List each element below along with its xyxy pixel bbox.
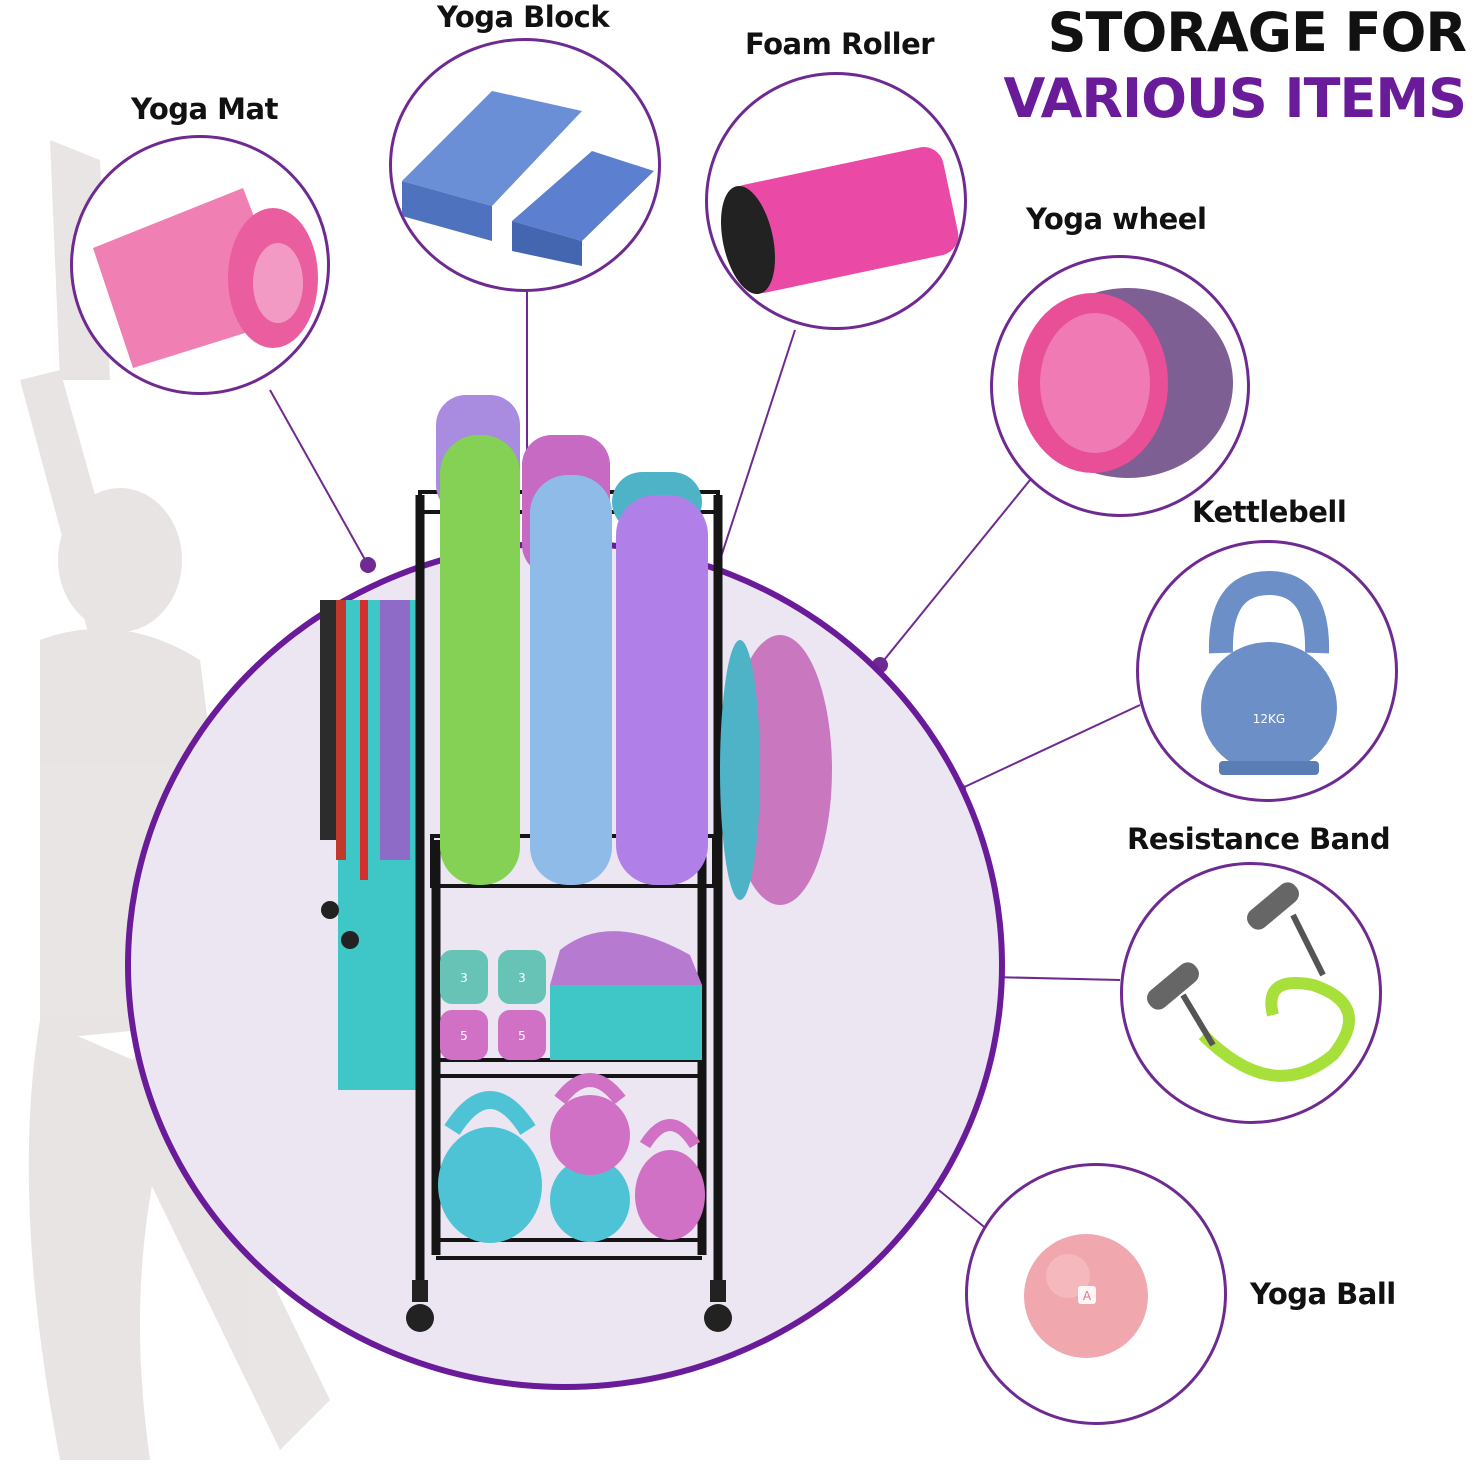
rack-casters xyxy=(406,1280,732,1332)
connector-lines xyxy=(269,290,1141,1231)
kettlebell-weight-label: 12KG xyxy=(1253,712,1285,726)
label-yoga-mat: Yoga Mat xyxy=(131,92,278,126)
foam-roller-bubble xyxy=(705,72,967,330)
yoga-wheel-bubble xyxy=(990,255,1250,517)
hanging-bands-and-mats xyxy=(320,600,418,1090)
label-resistance-band: Resistance Band xyxy=(1127,822,1391,856)
label-yoga-wheel: Yoga wheel xyxy=(1026,202,1207,236)
rack-dumbbells-and-blocks xyxy=(440,931,702,1060)
kettlebell-bubble: 12KG xyxy=(1136,540,1398,802)
headline-line-2: VARIOUS ITEMS xyxy=(1003,67,1467,130)
yoga-wheel-icon xyxy=(1018,288,1233,478)
foam-roller-icon xyxy=(721,147,959,295)
kettlebell-icon: 12KG xyxy=(1201,570,1337,775)
yoga-block-bubble xyxy=(389,38,661,292)
rack-mats-and-rollers xyxy=(436,395,832,905)
yoga-mat-icon xyxy=(93,188,318,368)
headline-line-1: STORAGE FOR xyxy=(1047,1,1467,64)
resistance-band-icon xyxy=(1147,882,1355,1082)
dumbbell-label-top-left: 3 xyxy=(460,971,468,985)
rack-kettlebells xyxy=(438,1073,705,1243)
yoga-ball-icon: A xyxy=(1024,1234,1148,1358)
yoga-ball-logo: A xyxy=(1083,1289,1092,1303)
resistance-band-bubble xyxy=(1120,862,1382,1124)
yoga-ball-bubble: A xyxy=(965,1163,1227,1425)
dumbbell-label-bottom-right: 5 xyxy=(518,1029,526,1043)
yoga-mat-bubble xyxy=(70,135,330,395)
dumbbell-label-bottom-left: 5 xyxy=(460,1029,468,1043)
yoga-block-icon xyxy=(402,91,654,266)
label-yoga-block: Yoga Block xyxy=(437,0,610,34)
label-kettlebell: Kettlebell xyxy=(1192,495,1347,529)
label-foam-roller: Foam Roller xyxy=(745,27,935,61)
label-yoga-ball: Yoga Ball xyxy=(1250,1277,1396,1311)
dumbbell-label-top-right: 3 xyxy=(518,971,526,985)
